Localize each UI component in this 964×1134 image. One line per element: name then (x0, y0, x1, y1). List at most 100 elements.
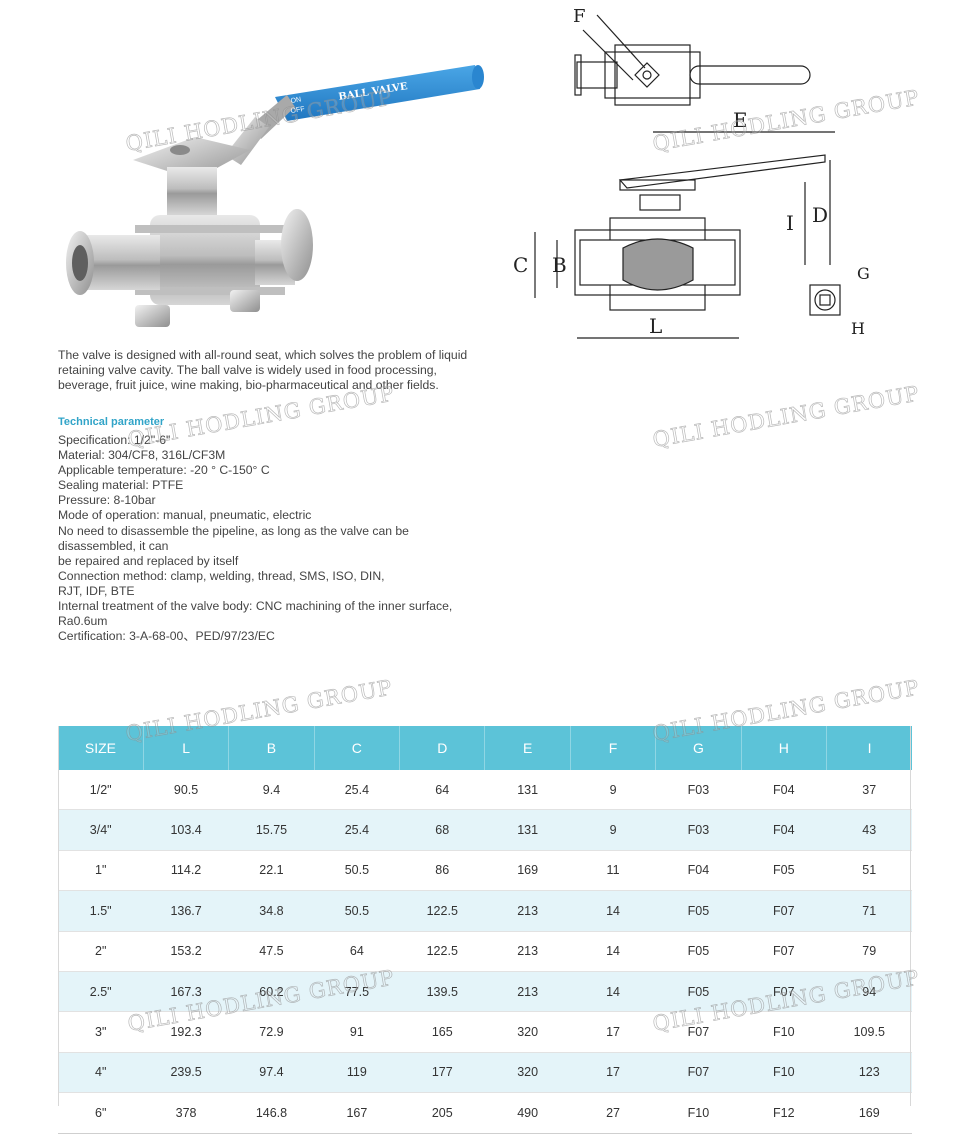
table-cell: 72.9 (228, 1011, 315, 1053)
tech-line: No need to disassemble the pipeline, as … (58, 523, 409, 538)
table-cell: F07 (741, 971, 827, 1013)
label-l: L (649, 314, 662, 338)
col-header: L (143, 726, 230, 770)
table-cell: 4" (58, 1052, 144, 1094)
table-cell: 122.5 (399, 890, 485, 932)
tech-line: be repaired and replaced by itself (58, 553, 239, 568)
tech-line: Certification: 3-A-68-00、PED/97/23/EC (58, 629, 275, 644)
table-cell: 1.5" (58, 890, 144, 932)
table-cell: F05 (655, 890, 742, 932)
table-cell: 17 (570, 1052, 656, 1094)
table-cell: F04 (741, 770, 827, 811)
table-cell: F10 (655, 1092, 742, 1134)
table-cell: 2.5" (58, 971, 144, 1013)
table-cell: F04 (655, 850, 742, 892)
col-header: F (570, 726, 657, 770)
table-cell: 3/4" (58, 809, 144, 851)
tech-line: Mode of operation: manual, pneumatic, el… (58, 508, 312, 523)
table-cell: 9.4 (228, 770, 315, 811)
valve-photo: ON OFF BALL VALVE (66, 65, 484, 327)
table-cell: 1" (58, 850, 144, 892)
table-cell: F12 (741, 1092, 827, 1134)
table-cell: 165 (399, 1011, 485, 1053)
tech-line: Applicable temperature: -20 ° C-150° C (58, 463, 270, 478)
table-cell: 79 (826, 931, 912, 972)
table-cell: 213 (484, 971, 571, 1013)
table-cell: 25.4 (314, 770, 400, 811)
table-cell: 64 (314, 931, 400, 972)
table-cell: 136.7 (143, 890, 229, 932)
valve-handle (225, 65, 484, 165)
table-cell: 123 (826, 1052, 912, 1094)
table-cell: 97.4 (228, 1052, 315, 1094)
table-cell: 167.3 (143, 971, 229, 1013)
table-cell: 320 (484, 1052, 571, 1094)
table-cell: F04 (741, 809, 827, 851)
table-cell: 169 (484, 850, 571, 892)
table-cell: F07 (655, 1011, 742, 1053)
col-header: H (741, 726, 828, 770)
table-cell: F07 (741, 890, 827, 932)
col-header: SIZE (58, 726, 144, 770)
table-cell: 9 (570, 809, 656, 851)
table-cell: 490 (484, 1092, 571, 1134)
tech-line: Ra0.6um (58, 614, 108, 629)
label-g: G (857, 264, 870, 283)
table-cell: 213 (484, 931, 571, 972)
side-view (574, 154, 826, 311)
col-header: E (484, 726, 571, 770)
table-cell: 14 (570, 931, 656, 972)
col-header: C (314, 726, 401, 770)
label-h: H (851, 319, 865, 338)
label-b: B (552, 253, 567, 277)
table-cell: 177 (399, 1052, 485, 1094)
table-cell: 14 (570, 971, 656, 1013)
table-cell: 2" (58, 931, 144, 972)
tech-line: Connection method: clamp, welding, threa… (58, 568, 385, 583)
table-cell: 91 (314, 1011, 400, 1053)
table-cell: 239.5 (143, 1052, 229, 1094)
label-d: D (812, 203, 828, 227)
table-cell: 167 (314, 1092, 400, 1134)
table-cell: F05 (655, 931, 742, 972)
table-cell: F05 (741, 850, 827, 892)
table-cell: 71 (826, 890, 912, 932)
table-cell: 3" (58, 1011, 144, 1053)
table-cell: 37 (826, 770, 912, 811)
col-header: I (826, 726, 912, 770)
flange-detail (809, 284, 841, 316)
table-cell: 213 (484, 890, 571, 932)
table-cell: 11 (570, 850, 656, 892)
table-header-row: SIZE L B C D E F G H I (58, 726, 912, 770)
col-header: D (399, 726, 486, 770)
table-cell: 64 (399, 770, 485, 811)
table-cell: 17 (570, 1011, 656, 1053)
handle-on-label: ON (290, 96, 301, 105)
table-cell: 47.5 (228, 931, 315, 972)
table-cell: 22.1 (228, 850, 315, 892)
table-cell: F03 (655, 809, 742, 851)
table-cell: 14 (570, 890, 656, 932)
table-cell: 131 (484, 770, 571, 811)
tech-line: Material: 304/CF8, 316L/CF3M (58, 448, 226, 463)
col-header: G (655, 726, 742, 770)
table-cell: F07 (655, 1052, 742, 1094)
table-cell: 94 (826, 971, 912, 1013)
table-cell: 1/2" (58, 770, 144, 811)
tech-line: Specification: 1/2"-6" (58, 433, 171, 447)
table-cell: 50.5 (314, 850, 400, 892)
table-cell: 139.5 (399, 971, 485, 1013)
intro-paragraph: The valve is designed with all-round sea… (58, 348, 468, 392)
table-cell: 27 (570, 1092, 656, 1134)
table-cell: 25.4 (314, 809, 400, 851)
table-cell: 68 (399, 809, 485, 851)
table-cell: 320 (484, 1011, 571, 1053)
tech-line: disassembled, it can (58, 538, 169, 553)
label-f: F (573, 6, 586, 27)
table-cell: 90.5 (143, 770, 229, 811)
